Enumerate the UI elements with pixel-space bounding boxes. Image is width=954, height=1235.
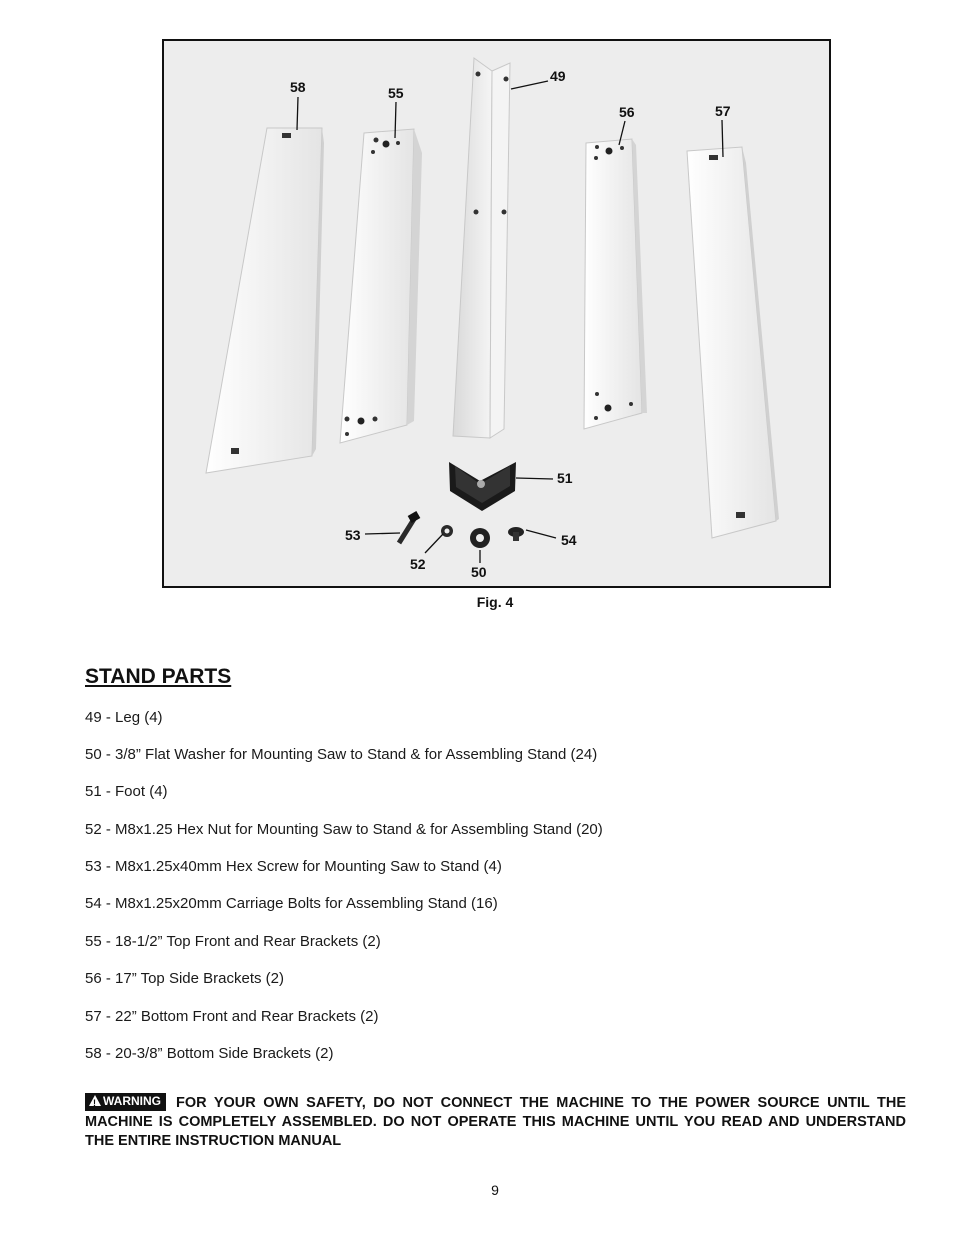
warning-badge: WARNING	[85, 1093, 166, 1111]
callout-51: 51	[557, 470, 573, 486]
part-item-55: 55 - 18-1/2” Top Front and Rear Brackets…	[85, 933, 381, 950]
callout-49: 49	[550, 68, 566, 84]
leader-lines	[296, 80, 724, 563]
callout-54: 54	[561, 532, 577, 548]
bracket-55-drawing	[339, 128, 422, 444]
leg-49-drawing	[452, 57, 511, 439]
foot-51-drawing	[449, 462, 516, 511]
callout-52: 52	[410, 556, 426, 572]
parts-figure: 58 55 49 56 57 51 53 54 52 50	[162, 39, 831, 588]
callout-53: 53	[345, 527, 361, 543]
warning-text: FOR YOUR OWN SAFETY, DO NOT CONNECT THE …	[85, 1095, 906, 1149]
section-heading: STAND PARTS	[85, 665, 232, 688]
bracket-56-drawing	[583, 138, 647, 430]
callout-57: 57	[715, 103, 731, 119]
warning-triangle-icon	[89, 1095, 101, 1111]
warning-badge-label: WARNING	[103, 1094, 161, 1108]
bolt-54-drawing	[508, 527, 524, 541]
parts-illustration	[205, 57, 779, 563]
part-item-54: 54 - M8x1.25x20mm Carriage Bolts for Ass…	[85, 895, 498, 912]
bracket-57-drawing	[686, 146, 779, 539]
part-item-57: 57 - 22” Bottom Front and Rear Brackets …	[85, 1008, 379, 1025]
callout-50: 50	[471, 564, 487, 580]
washer-50-drawing	[470, 528, 490, 548]
callout-56: 56	[619, 104, 635, 120]
nut-52-drawing	[441, 525, 453, 537]
callout-55: 55	[388, 85, 404, 101]
screw-53-drawing	[396, 511, 421, 545]
bracket-58-drawing	[205, 127, 324, 474]
callout-58: 58	[290, 79, 306, 95]
part-item-49: 49 - Leg (4)	[85, 709, 163, 726]
part-item-50: 50 - 3/8” Flat Washer for Mounting Saw t…	[85, 746, 598, 763]
part-item-53: 53 - M8x1.25x40mm Hex Screw for Mounting…	[85, 858, 502, 875]
part-item-52: 52 - M8x1.25 Hex Nut for Mounting Saw to…	[85, 821, 603, 838]
part-item-56: 56 - 17” Top Side Brackets (2)	[85, 970, 284, 987]
part-item-58: 58 - 20-3/8” Bottom Side Brackets (2)	[85, 1045, 334, 1062]
page-number: 9	[491, 1182, 499, 1198]
part-item-51: 51 - Foot (4)	[85, 783, 168, 800]
figure-caption: Fig. 4	[476, 594, 514, 610]
